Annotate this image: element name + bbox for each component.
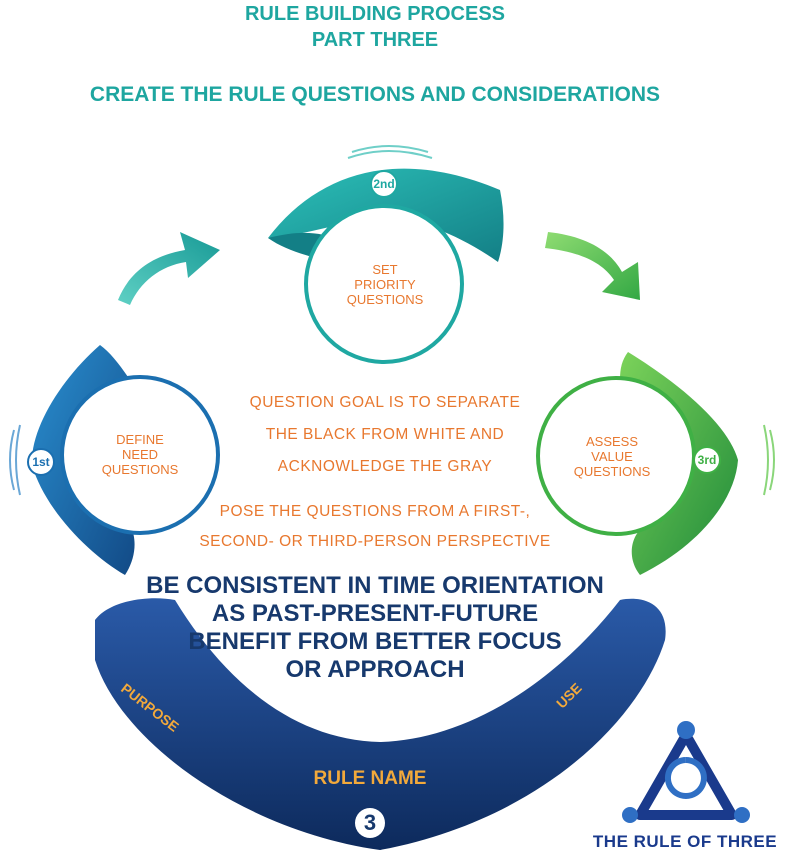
rule-name-label: RULE NAME	[313, 768, 427, 789]
rule-name-boomerang-shape	[95, 598, 666, 850]
step-third-line3: QUESTIONS	[573, 464, 651, 479]
diagram-title-line1: RULE BUILDING PROCESS	[244, 3, 506, 25]
consistency-text: BE CONSISTENT IN TIME ORIENTATION AS PAS…	[100, 572, 650, 684]
goal-line3: ACKNOWLEDGE THE GRAY	[277, 458, 493, 475]
step-first-line2: NEED	[121, 447, 159, 462]
consistency-line1: BE CONSISTENT IN TIME ORIENTATION	[146, 572, 604, 599]
second-motion-marks	[347, 145, 433, 159]
consistency-line3: BENEFIT FROM BETTER FOCUS	[188, 628, 562, 655]
rule-of-three-logo-text: THE RULE OF THREE	[592, 832, 778, 851]
diagram-title-line2: PART THREE	[311, 29, 439, 51]
step-third-line2: VALUE	[591, 449, 633, 464]
step-label-third: ASSESS VALUE QUESTIONS	[562, 434, 662, 479]
goal-line1: QUESTION GOAL IS TO SEPARATE	[249, 394, 521, 411]
second-step-ring	[304, 204, 464, 364]
pose-line2: SECOND- OR THIRD-PERSON PERSPECTIVE	[199, 533, 551, 550]
step-second-line2: PRIORITY	[354, 277, 416, 292]
step-badge-third: 3rd	[693, 446, 721, 474]
step-label-second: SET PRIORITY QUESTIONS	[330, 262, 440, 307]
rule-of-three-logo-mark	[622, 721, 750, 823]
step-first-line3: QUESTIONS	[101, 462, 179, 477]
arrow-first-to-second	[118, 232, 220, 305]
first-motion-marks	[9, 424, 21, 496]
consistency-line2: AS PAST-PRESENT-FUTURE	[211, 600, 539, 627]
step-badge-second: 2nd	[370, 170, 398, 198]
pose-text: POSE THE QUESTIONS FROM A FIRST-, SECOND…	[180, 497, 570, 557]
third-boomerang-shape	[620, 352, 738, 575]
consistency-line4: OR APPROACH	[285, 656, 465, 683]
third-motion-marks	[763, 424, 775, 496]
step-third-line1: ASSESS	[585, 434, 639, 449]
diagram-subtitle: CREATE THE RULE QUESTIONS AND CONSIDERAT…	[89, 83, 661, 106]
first-step-ring	[60, 375, 220, 535]
step-label-first: DEFINE NEED QUESTIONS	[90, 432, 190, 477]
step-second-line3: QUESTIONS	[346, 292, 424, 307]
pose-line1: POSE THE QUESTIONS FROM A FIRST-,	[219, 503, 531, 520]
step-second-line1: SET	[372, 262, 398, 277]
goal-text: QUESTION GOAL IS TO SEPARATE THE BLACK F…	[200, 387, 570, 483]
rule-emblem: 3	[355, 808, 385, 838]
step-first-line1: DEFINE	[116, 432, 164, 447]
step-badge-first: 1st	[27, 448, 55, 476]
goal-line2: THE BLACK FROM WHITE AND	[265, 426, 505, 443]
arrow-second-to-third	[545, 232, 640, 300]
